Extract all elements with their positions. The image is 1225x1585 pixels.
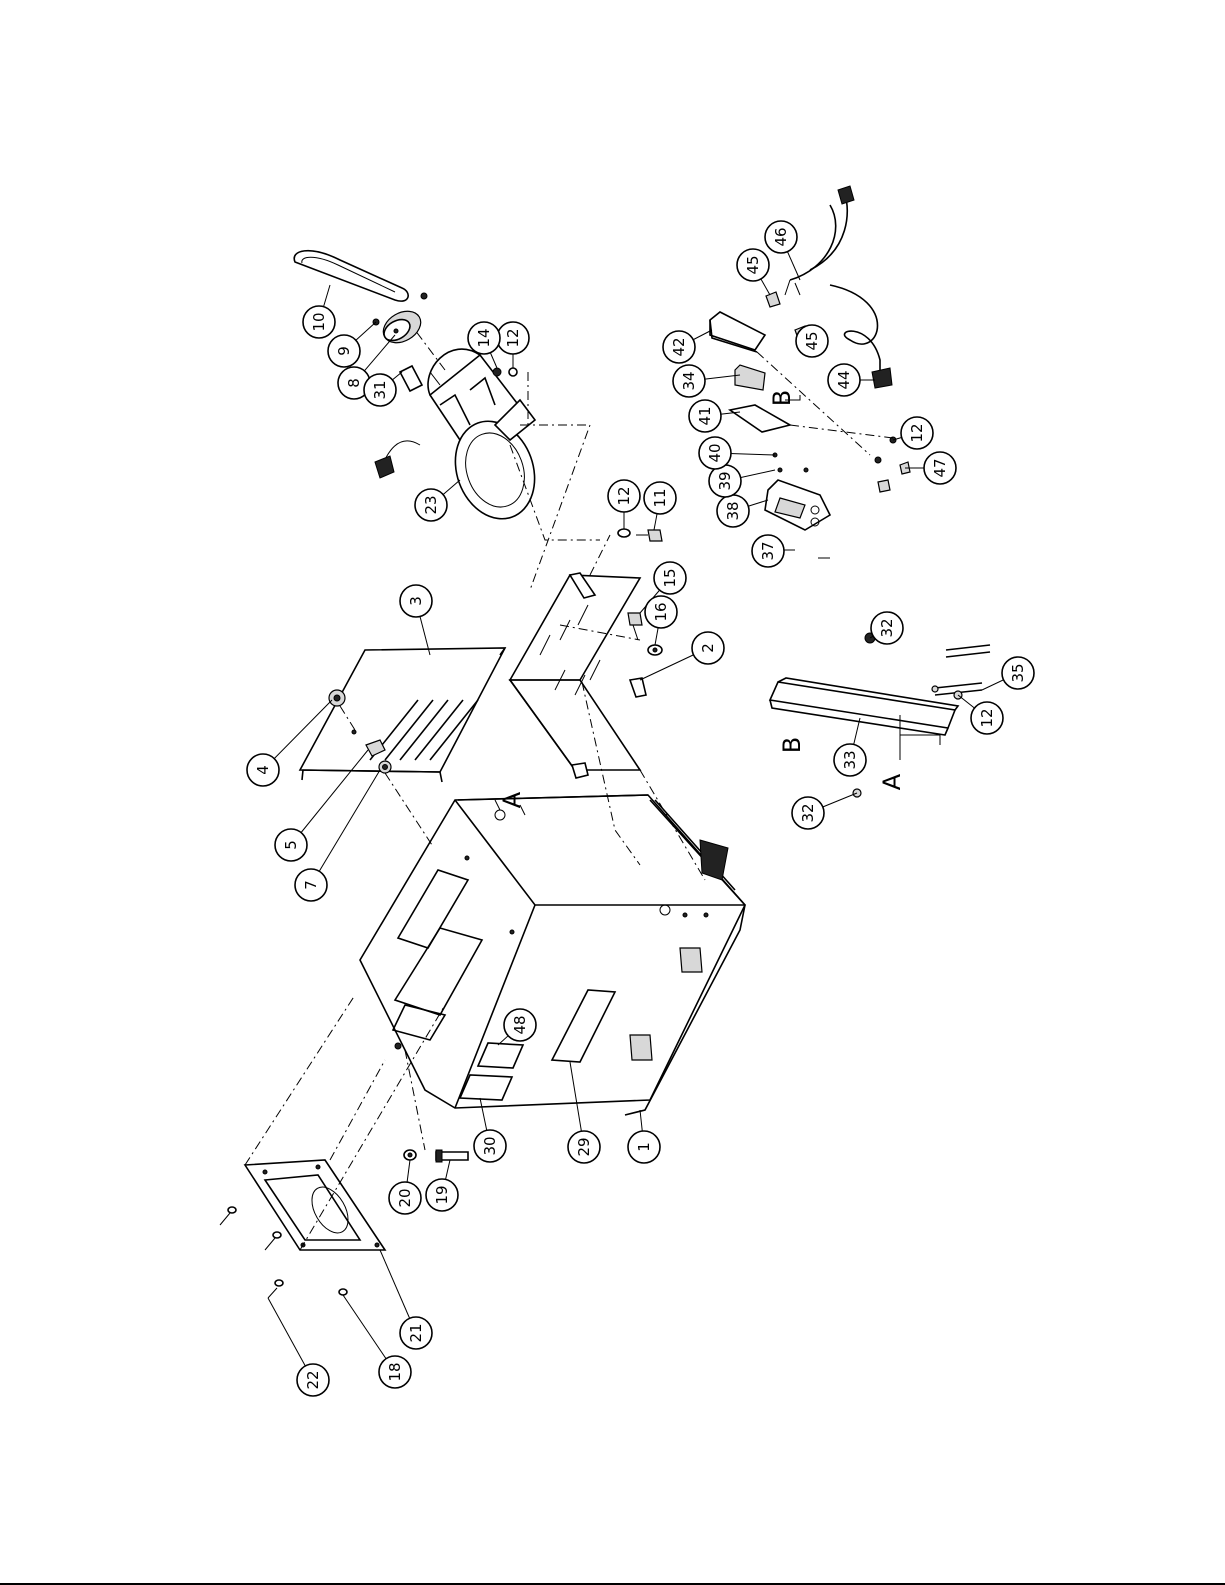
callout-46: 46 (765, 221, 800, 280)
callout-39: 39 (709, 465, 775, 497)
motor-assembly (375, 330, 548, 530)
callout-number: 39 (716, 471, 734, 490)
callout-9: 9 (328, 322, 376, 367)
callout-number: 11 (651, 488, 669, 507)
callout-number: 42 (670, 337, 688, 356)
callout-number: 44 (835, 370, 853, 389)
callout-34: 34 (673, 365, 740, 397)
callout-number: 22 (304, 1370, 322, 1389)
callout-31: 31 (364, 372, 402, 406)
callout-number: 8 (345, 378, 363, 388)
callout-number: 10 (310, 312, 328, 331)
callout-number: 32 (878, 618, 896, 637)
detail-marker-b: B (778, 737, 806, 753)
callout-42: 42 (663, 330, 712, 363)
housing-cabinet (360, 795, 745, 1115)
stand-leg (770, 633, 990, 797)
callout-7: 7 (295, 770, 380, 901)
v-belt (294, 251, 408, 301)
callout-21: 21 (380, 1250, 432, 1349)
callout-45: 45 (796, 325, 828, 357)
callout-12: 12 (893, 417, 933, 449)
callout-number: 12 (908, 423, 926, 442)
motor-washers (493, 368, 517, 376)
callout-number: 33 (841, 750, 859, 769)
callout-number: 34 (680, 371, 698, 390)
callout-number: 2 (699, 643, 717, 653)
callout-number: 16 (652, 602, 670, 621)
callout-number: 18 (386, 1362, 404, 1381)
callout-number: 45 (803, 331, 821, 350)
callout-12: 12 (608, 480, 640, 529)
callout-12: 12 (497, 322, 529, 368)
callout-number: 41 (696, 406, 714, 425)
callout-2: 2 (640, 632, 724, 680)
callout-20: 20 (389, 1160, 421, 1214)
callout-45: 45 (737, 249, 770, 295)
callout-number: 20 (396, 1188, 414, 1207)
callout-number: 4 (254, 765, 272, 775)
motor-base-plate (510, 573, 646, 778)
callout-number: 32 (799, 803, 817, 822)
callout-1: 1 (628, 1110, 660, 1163)
callout-32: 32 (870, 612, 903, 644)
callout-number: 3 (407, 596, 425, 606)
callout-10: 10 (303, 285, 335, 338)
callout-number: 30 (481, 1136, 499, 1155)
callout-18: 18 (343, 1295, 411, 1388)
callout-35: 35 (982, 657, 1034, 690)
shaft-key (400, 366, 422, 391)
callout-19: 19 (426, 1160, 458, 1211)
callout-3: 3 (400, 585, 432, 655)
callout-number: 1 (635, 1142, 653, 1152)
callout-number: 38 (724, 501, 742, 520)
callout-41: 41 (689, 400, 740, 432)
callout-number: 23 (422, 495, 440, 514)
motor-mount-bolt (618, 529, 662, 541)
callout-12: 12 (958, 695, 1003, 734)
callout-number: 14 (475, 328, 493, 347)
callout-number: 9 (335, 346, 353, 356)
callout-number: 46 (772, 227, 790, 246)
callout-number: 40 (706, 443, 724, 462)
callout-37: 37 (752, 535, 784, 567)
callout-number: 47 (931, 458, 949, 477)
callout-number: 12 (978, 708, 996, 727)
callout-38: 38 (717, 495, 768, 527)
callout-number: 35 (1009, 663, 1027, 682)
callout-32: 32 (792, 793, 857, 829)
callout-44: 44 (828, 364, 875, 396)
callout-number: 21 (407, 1323, 425, 1342)
callout-number: 48 (511, 1015, 529, 1034)
callout-23: 23 (415, 480, 460, 521)
callout-number: 15 (661, 568, 679, 587)
top-cover-plate (300, 648, 505, 782)
detail-marker-b: B (768, 390, 796, 406)
callout-number: 29 (575, 1137, 593, 1156)
callout-number: 45 (744, 255, 762, 274)
callout-number: 19 (433, 1185, 451, 1204)
callout-22: 22 (268, 1298, 329, 1396)
detail-marker-a: A (498, 791, 526, 808)
callout-33: 33 (834, 718, 866, 776)
callout-47: 47 (905, 452, 956, 484)
callout-number: 7 (302, 880, 320, 890)
callout-number: 5 (282, 840, 300, 850)
callout-number: 12 (504, 328, 522, 347)
callout-16: 16 (645, 596, 677, 645)
callout-40: 40 (699, 437, 775, 469)
callout-number: 31 (371, 380, 389, 399)
callout-number: 12 (615, 486, 633, 505)
detail-marker-a: A (878, 773, 906, 790)
callout-11: 11 (644, 482, 676, 530)
callout-number: 37 (759, 541, 777, 560)
callout-leader-line (311, 770, 380, 885)
